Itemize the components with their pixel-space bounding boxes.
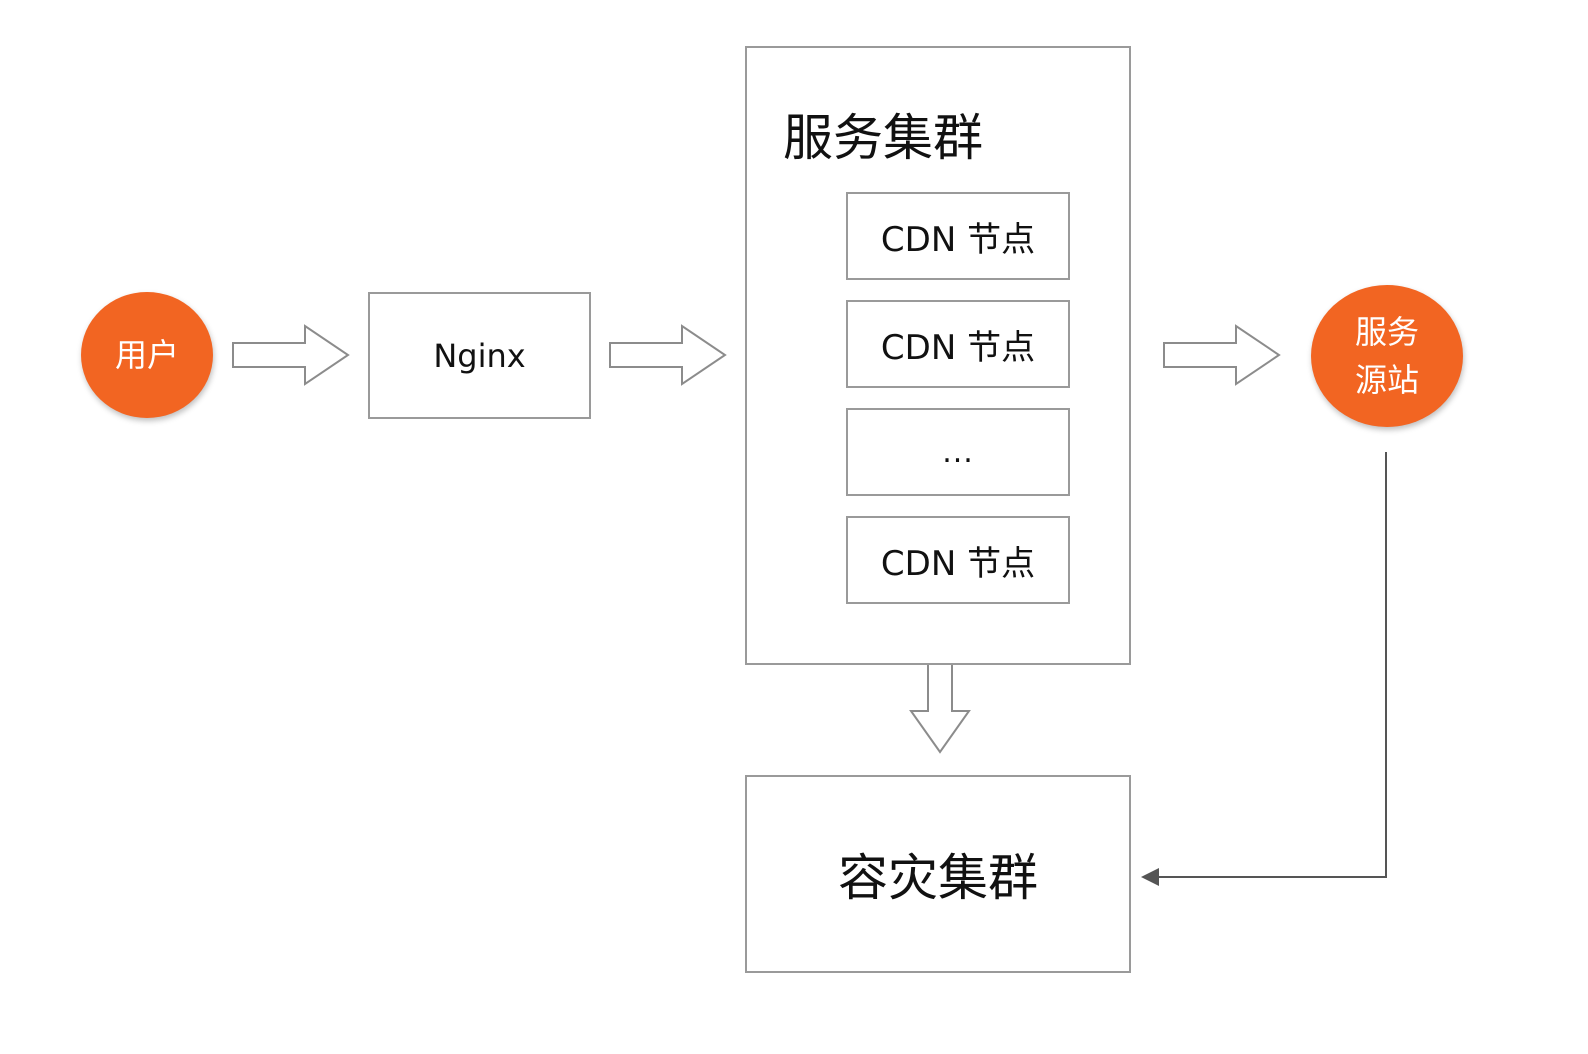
origin-label-line2: 源站 [1354, 361, 1419, 399]
nginx-label: Nginx [433, 336, 526, 375]
dr-cluster-label: 容灾集群 [838, 849, 1038, 907]
arrow-user-to-nginx [232, 324, 350, 386]
user-node: 用户 [81, 292, 213, 418]
cdn-node-label: CDN 节点 [880, 327, 1036, 368]
cdn-node-label: CDN 节点 [880, 543, 1036, 584]
nginx-node: Nginx [368, 292, 591, 419]
user-label: 用户 [114, 336, 179, 374]
cdn-node-ellipsis: ... [846, 408, 1070, 496]
origin-node: 服务 源站 [1311, 285, 1463, 427]
arrow-nginx-to-cluster [609, 324, 727, 386]
ellipsis-label: ... [942, 434, 974, 470]
dr-cluster: 容灾集群 [745, 775, 1131, 973]
cdn-node: CDN 节点 [846, 192, 1070, 280]
service-cluster-title: 服务集群 [783, 109, 983, 167]
cdn-node: CDN 节点 [846, 516, 1070, 604]
service-cluster: 服务集群 CDN 节点 CDN 节点 ... CDN 节点 [745, 46, 1131, 665]
cdn-node: CDN 节点 [846, 300, 1070, 388]
cdn-node-label: CDN 节点 [880, 219, 1036, 260]
connector-origin-to-dr [1158, 452, 1387, 878]
origin-label-line1: 服务 [1354, 313, 1419, 351]
connector-arrowhead [1141, 868, 1159, 886]
arrow-cluster-to-origin [1163, 324, 1281, 386]
